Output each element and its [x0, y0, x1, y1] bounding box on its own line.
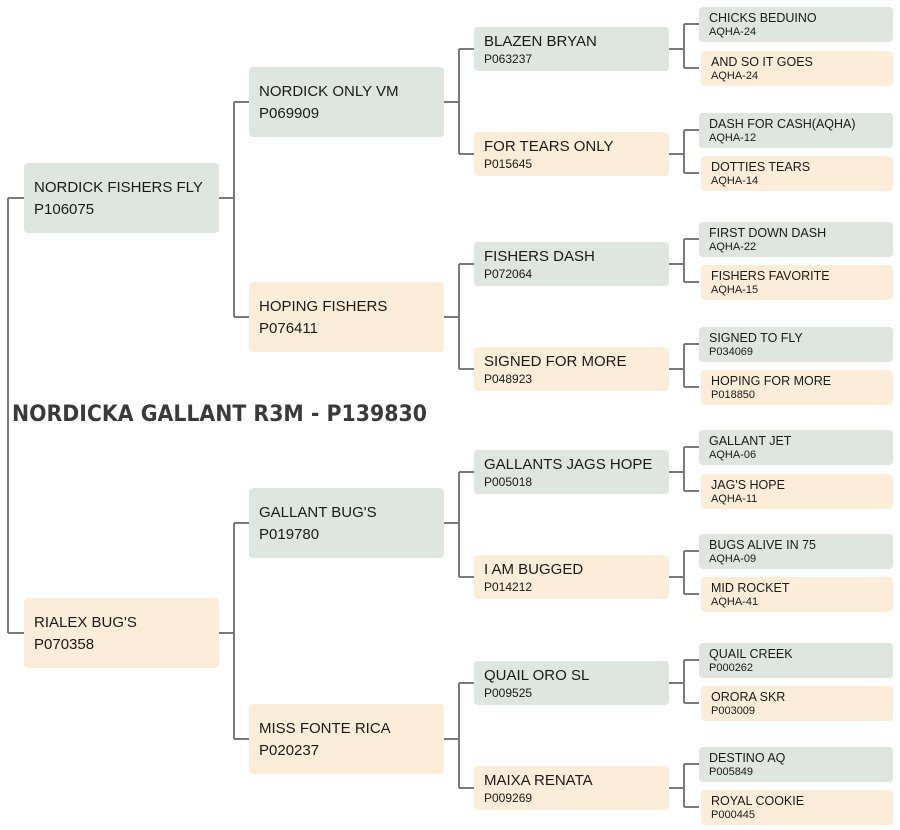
horse-name: CHICKS BEDUINO — [709, 11, 817, 25]
registration-number: P048923 — [484, 372, 533, 386]
registration-number: P009525 — [484, 686, 533, 700]
pedigree-box-sdss: FIRST DOWN DASH AQHA-22 — [699, 222, 893, 257]
registration-number: P015645 — [484, 157, 533, 171]
registration-number: P076411 — [259, 320, 318, 337]
pedigree-box-dsss: GALLANT JET AQHA-06 — [699, 430, 893, 465]
horse-name: GALLANTS JAGS HOPE — [484, 456, 653, 473]
registration-number: P009269 — [484, 791, 533, 805]
pedigree-box-sss: BLAZEN BRYAN P063237 — [474, 27, 669, 71]
registration-number: P005849 — [709, 766, 754, 778]
pedigree-box-dss: GALLANTS JAGS HOPE P005018 — [474, 450, 669, 494]
horse-name: DESTINO AQ — [709, 751, 786, 765]
pedigree-box-dddd: ROYAL COOKIE P000445 — [701, 790, 893, 825]
registration-number: AQHA-09 — [709, 553, 757, 565]
registration-number: P019780 — [259, 526, 320, 543]
pedigree-box-ddd: MAIXA RENATA P009269 — [474, 766, 669, 810]
horse-name: FIRST DOWN DASH — [709, 226, 827, 240]
horse-name: MISS FONTE RICA — [259, 720, 391, 737]
horse-name: DOTTIES TEARS — [711, 160, 811, 174]
horse-name: FOR TEARS ONLY — [484, 138, 614, 155]
pedigree-box-sdd: SIGNED FOR MORE P048923 — [474, 347, 669, 391]
horse-name: DASH FOR CASH(AQHA) — [709, 117, 856, 131]
registration-number: P003009 — [711, 705, 756, 717]
subject-title: NORDICKA GALLANT R3M - P139830 — [12, 402, 427, 427]
registration-number: P072064 — [484, 267, 533, 281]
horse-name: GALLANT BUG'S — [259, 504, 377, 521]
horse-name: SIGNED FOR MORE — [484, 353, 627, 370]
horse-name: QUAIL CREEK — [709, 647, 793, 661]
registration-number: AQHA-24 — [709, 26, 757, 38]
pedigree-box-sdsd: FISHERS FAVORITE AQHA-15 — [701, 265, 893, 300]
pedigree-box-sire-dam: HOPING FISHERS P076411 — [249, 282, 444, 352]
registration-number: P106075 — [34, 201, 95, 218]
pedigree-box-ddsd: ORORA SKR P003009 — [701, 686, 893, 721]
horse-name: MAIXA RENATA — [484, 772, 593, 789]
horse-name: QUAIL ORO SL — [484, 667, 590, 684]
horse-name: FISHERS FAVORITE — [711, 269, 830, 283]
registration-number: P000262 — [709, 662, 754, 674]
horse-name: HOPING FOR MORE — [711, 374, 832, 388]
registration-number: AQHA-11 — [711, 493, 758, 505]
horse-name: BLAZEN BRYAN — [484, 33, 597, 50]
horse-name: HOPING FISHERS — [259, 298, 388, 315]
registration-number: P014212 — [484, 580, 533, 594]
registration-number: AQHA-06 — [709, 449, 757, 461]
horse-name: FISHERS DASH — [484, 248, 595, 265]
horse-name: ORORA SKR — [711, 690, 786, 704]
horse-name: RIALEX BUG'S — [34, 614, 137, 631]
pedigree-box-dsd: I AM BUGGED P014212 — [474, 555, 669, 599]
registration-number: AQHA-14 — [711, 175, 759, 187]
registration-number: AQHA-12 — [709, 132, 757, 144]
registration-number: P034069 — [709, 346, 754, 358]
pedigree-box-dsdd: MID ROCKET AQHA-41 — [701, 577, 893, 612]
horse-name: AND SO IT GOES — [711, 55, 813, 69]
horse-name: JAG'S HOPE — [711, 478, 785, 492]
registration-number: P005018 — [484, 475, 533, 489]
pedigree-box-dsds: BUGS ALIVE IN 75 AQHA-09 — [699, 534, 893, 569]
pedigree-box-ssd: FOR TEARS ONLY P015645 — [474, 132, 669, 176]
horse-name: SIGNED TO FLY — [709, 331, 803, 345]
registration-number: P070358 — [34, 636, 95, 653]
pedigree-box-sssd: AND SO IT GOES AQHA-24 — [701, 51, 893, 86]
registration-number: P000445 — [711, 809, 756, 821]
pedigree-box-ssds: DASH FOR CASH(AQHA) AQHA-12 — [699, 113, 893, 148]
pedigree-box-ssss: CHICKS BEDUINO AQHA-24 — [699, 7, 893, 42]
horse-name: BUGS ALIVE IN 75 — [709, 538, 816, 552]
pedigree-box-sddd: HOPING FOR MORE P018850 — [701, 370, 893, 405]
registration-number: AQHA-15 — [711, 284, 759, 296]
registration-number: P020237 — [259, 742, 320, 759]
pedigree-box-ddss: QUAIL CREEK P000262 — [699, 643, 893, 678]
pedigree-box-dds: QUAIL ORO SL P009525 — [474, 661, 669, 705]
horse-name: NORDICK FISHERS FLY — [34, 179, 203, 196]
pedigree-box-sds: FISHERS DASH P072064 — [474, 242, 669, 286]
registration-number: AQHA-41 — [711, 596, 759, 608]
horse-name: MID ROCKET — [711, 581, 790, 595]
horse-name: ROYAL COOKIE — [711, 794, 805, 808]
pedigree-box-dssd: JAG'S HOPE AQHA-11 — [701, 474, 893, 509]
pedigree-box-ssdd: DOTTIES TEARS AQHA-14 — [701, 156, 893, 191]
horse-name: NORDICK ONLY VM — [259, 83, 399, 100]
pedigree-box-sdds: SIGNED TO FLY P034069 — [699, 327, 893, 362]
pedigree-box-ddds: DESTINO AQ P005849 — [699, 747, 893, 782]
pedigree-box-sire: NORDICK FISHERS FLY P106075 — [24, 163, 219, 233]
registration-number: P018850 — [711, 389, 756, 401]
registration-number: P069909 — [259, 105, 320, 122]
registration-number: AQHA-22 — [709, 241, 757, 253]
registration-number: P063237 — [484, 52, 533, 66]
pedigree-box-sire-sire: NORDICK ONLY VM P069909 — [249, 67, 444, 137]
horse-name: I AM BUGGED — [484, 561, 584, 578]
horse-name: GALLANT JET — [709, 434, 792, 448]
registration-number: AQHA-24 — [711, 70, 759, 82]
pedigree-box-dam: RIALEX BUG'S P070358 — [24, 598, 219, 668]
pedigree-box-dam-dam: MISS FONTE RICA P020237 — [249, 704, 444, 774]
pedigree-box-dam-sire: GALLANT BUG'S P019780 — [249, 488, 444, 558]
